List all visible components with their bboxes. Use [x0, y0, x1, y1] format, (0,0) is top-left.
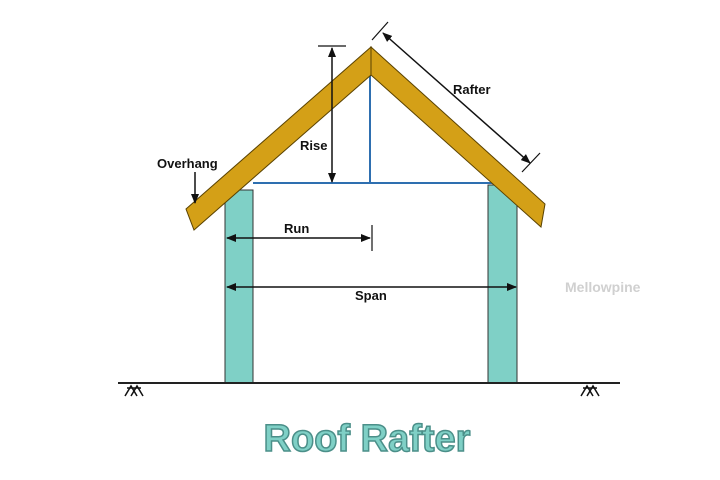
overhang-label: Overhang [157, 156, 218, 171]
watermark: Mellowpine [565, 279, 641, 295]
rise-label: Rise [300, 138, 327, 153]
right-rafter [370, 45, 546, 228]
ground-symbol-right [580, 384, 600, 397]
ground-symbol-left [124, 384, 144, 397]
rafter-arrow [382, 32, 531, 164]
diagram-title: Roof Rafter [264, 418, 471, 460]
right-wall [487, 184, 518, 384]
left-rafter [185, 45, 372, 231]
span-label: Span [355, 288, 387, 303]
rafter-label: Rafter [453, 82, 491, 97]
rafter-tick-bottom [521, 152, 541, 173]
run-label: Run [284, 221, 309, 236]
rafter-tick-top [371, 21, 389, 41]
